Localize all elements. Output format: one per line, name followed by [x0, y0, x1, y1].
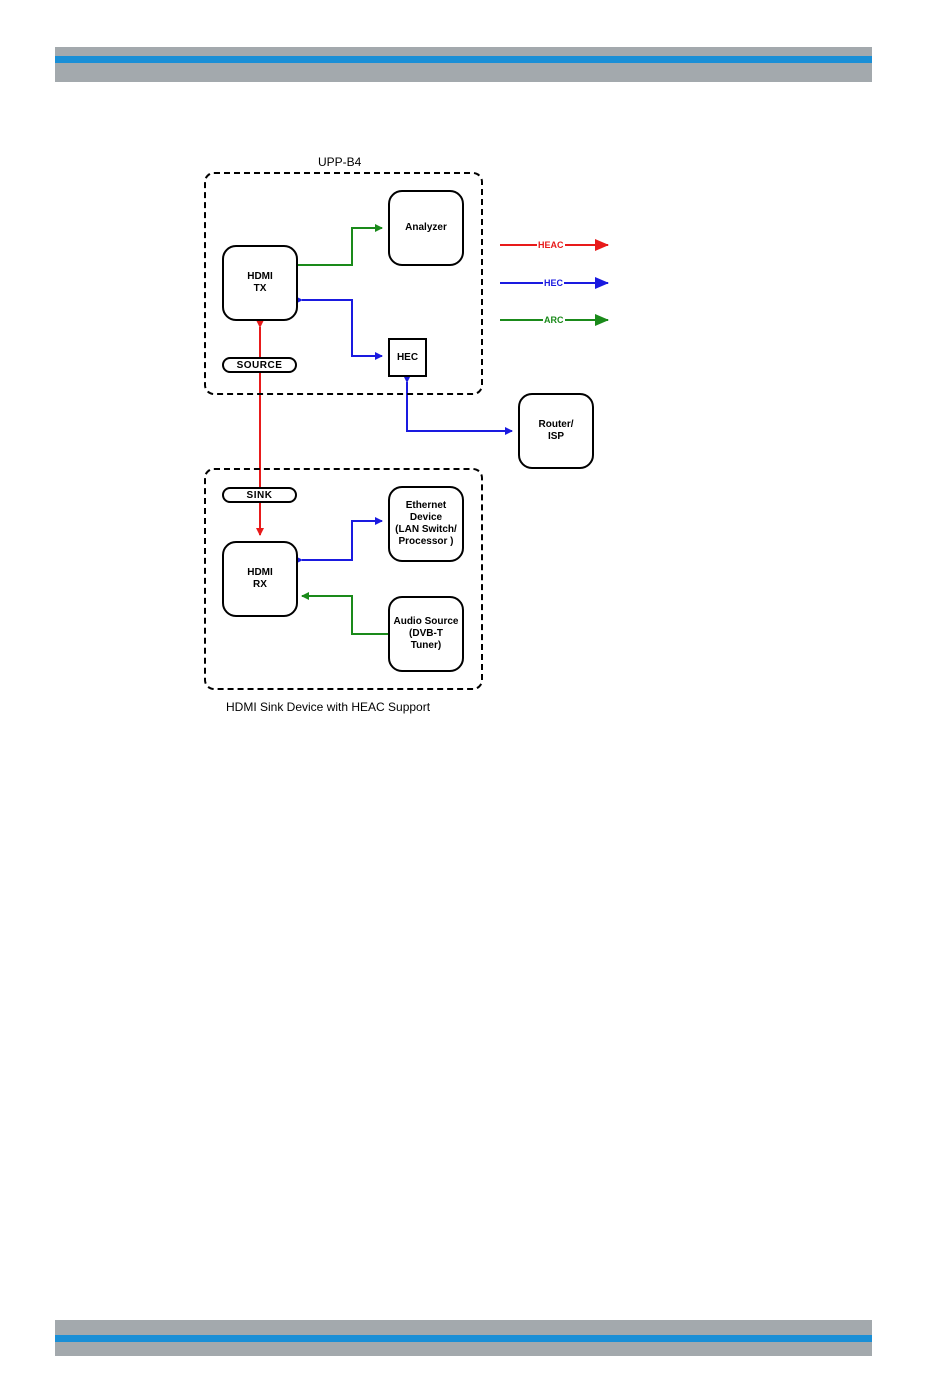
router-isp-box: Router/ ISP [518, 393, 594, 469]
sink-frame-caption: HDMI Sink Device with HEAC Support [226, 700, 430, 714]
legend-label-heac: HEAC [537, 240, 565, 250]
legend-label-arc: ARC [543, 315, 565, 325]
ethernet-device-box: Ethernet Device (LAN Switch/ Processor ) [388, 486, 464, 562]
footer-band [55, 1320, 872, 1356]
analyzer-box: Analyzer [388, 190, 464, 266]
hdmi-rx-box: HDMI RX [222, 541, 298, 617]
upp-frame-title: UPP-B4 [318, 155, 361, 169]
audio-source-box: Audio Source (DVB-T Tuner) [388, 596, 464, 672]
source-port-label: SOURCE [222, 357, 297, 373]
hec-box: HEC [388, 338, 427, 377]
legend-label-hec: HEC [543, 278, 564, 288]
hdmi-tx-box: HDMI TX [222, 245, 298, 321]
footer-blue-stripe [55, 1335, 872, 1342]
sink-port-label: SINK [222, 487, 297, 503]
